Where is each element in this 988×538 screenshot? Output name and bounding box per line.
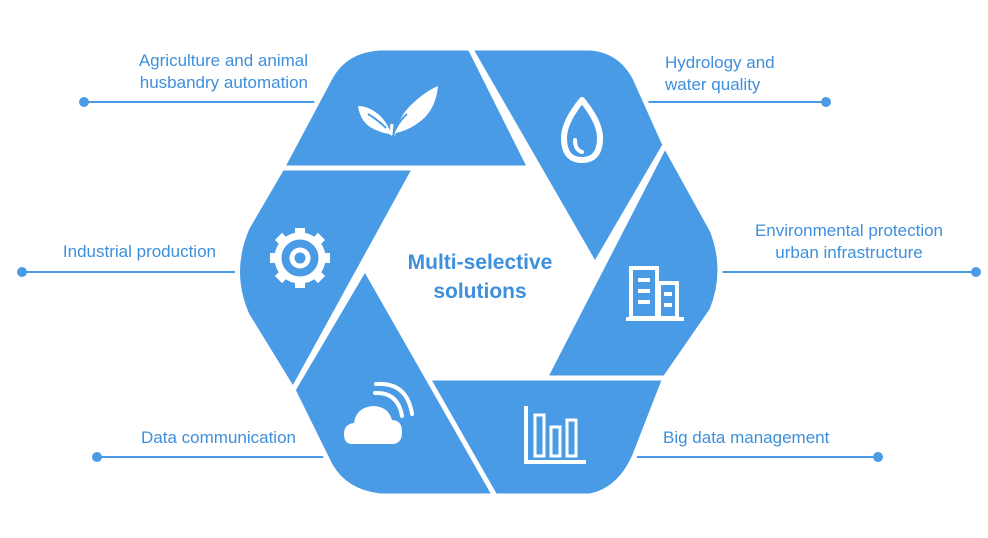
label-environmental: Environmental protection urban infrastru… — [740, 220, 958, 264]
gear-icon — [270, 228, 330, 288]
cloud-signal-icon — [344, 381, 414, 444]
label-data-communication-line1: Data communication — [141, 428, 296, 447]
center-title-line1: Multi-selective — [407, 251, 553, 274]
segment-industrial — [235, 165, 418, 393]
connector-big-data — [630, 452, 883, 462]
label-environmental-line1: Environmental protection — [754, 221, 944, 240]
label-environmental-line2: urban infrastructure — [775, 243, 923, 262]
label-big-data: Big data management — [663, 427, 873, 449]
water-drop-icon — [561, 97, 603, 163]
leaf-sprout-icon — [358, 86, 438, 137]
label-agriculture: Agriculture and animal husbandry automat… — [103, 50, 308, 94]
label-industrial: Industrial production — [20, 241, 216, 263]
connector-hydrology — [630, 97, 831, 107]
connector-data-communication — [92, 452, 335, 462]
segment-agriculture — [279, 45, 533, 171]
center-title: Multi-selective solutions — [380, 248, 580, 306]
label-hydrology-line2: water quality — [665, 75, 761, 94]
label-industrial-line1: Industrial production — [62, 242, 216, 261]
bar-chart-icon — [524, 406, 586, 464]
connector-agriculture — [79, 97, 335, 107]
label-big-data-line1: Big data management — [663, 428, 830, 447]
label-agriculture-line2: husbandry automation — [139, 73, 308, 92]
label-hydrology-line1: Hydrology and — [665, 53, 775, 72]
connector-industrial — [17, 267, 240, 277]
label-data-communication: Data communication — [96, 427, 296, 449]
label-hydrology: Hydrology and water quality — [665, 52, 825, 96]
connector-environmental — [715, 267, 981, 277]
center-title-line2: solutions — [433, 280, 527, 303]
label-agriculture-line1: Agriculture and animal — [138, 51, 308, 70]
buildings-icon — [626, 266, 684, 321]
segment-data-communication — [290, 265, 498, 499]
